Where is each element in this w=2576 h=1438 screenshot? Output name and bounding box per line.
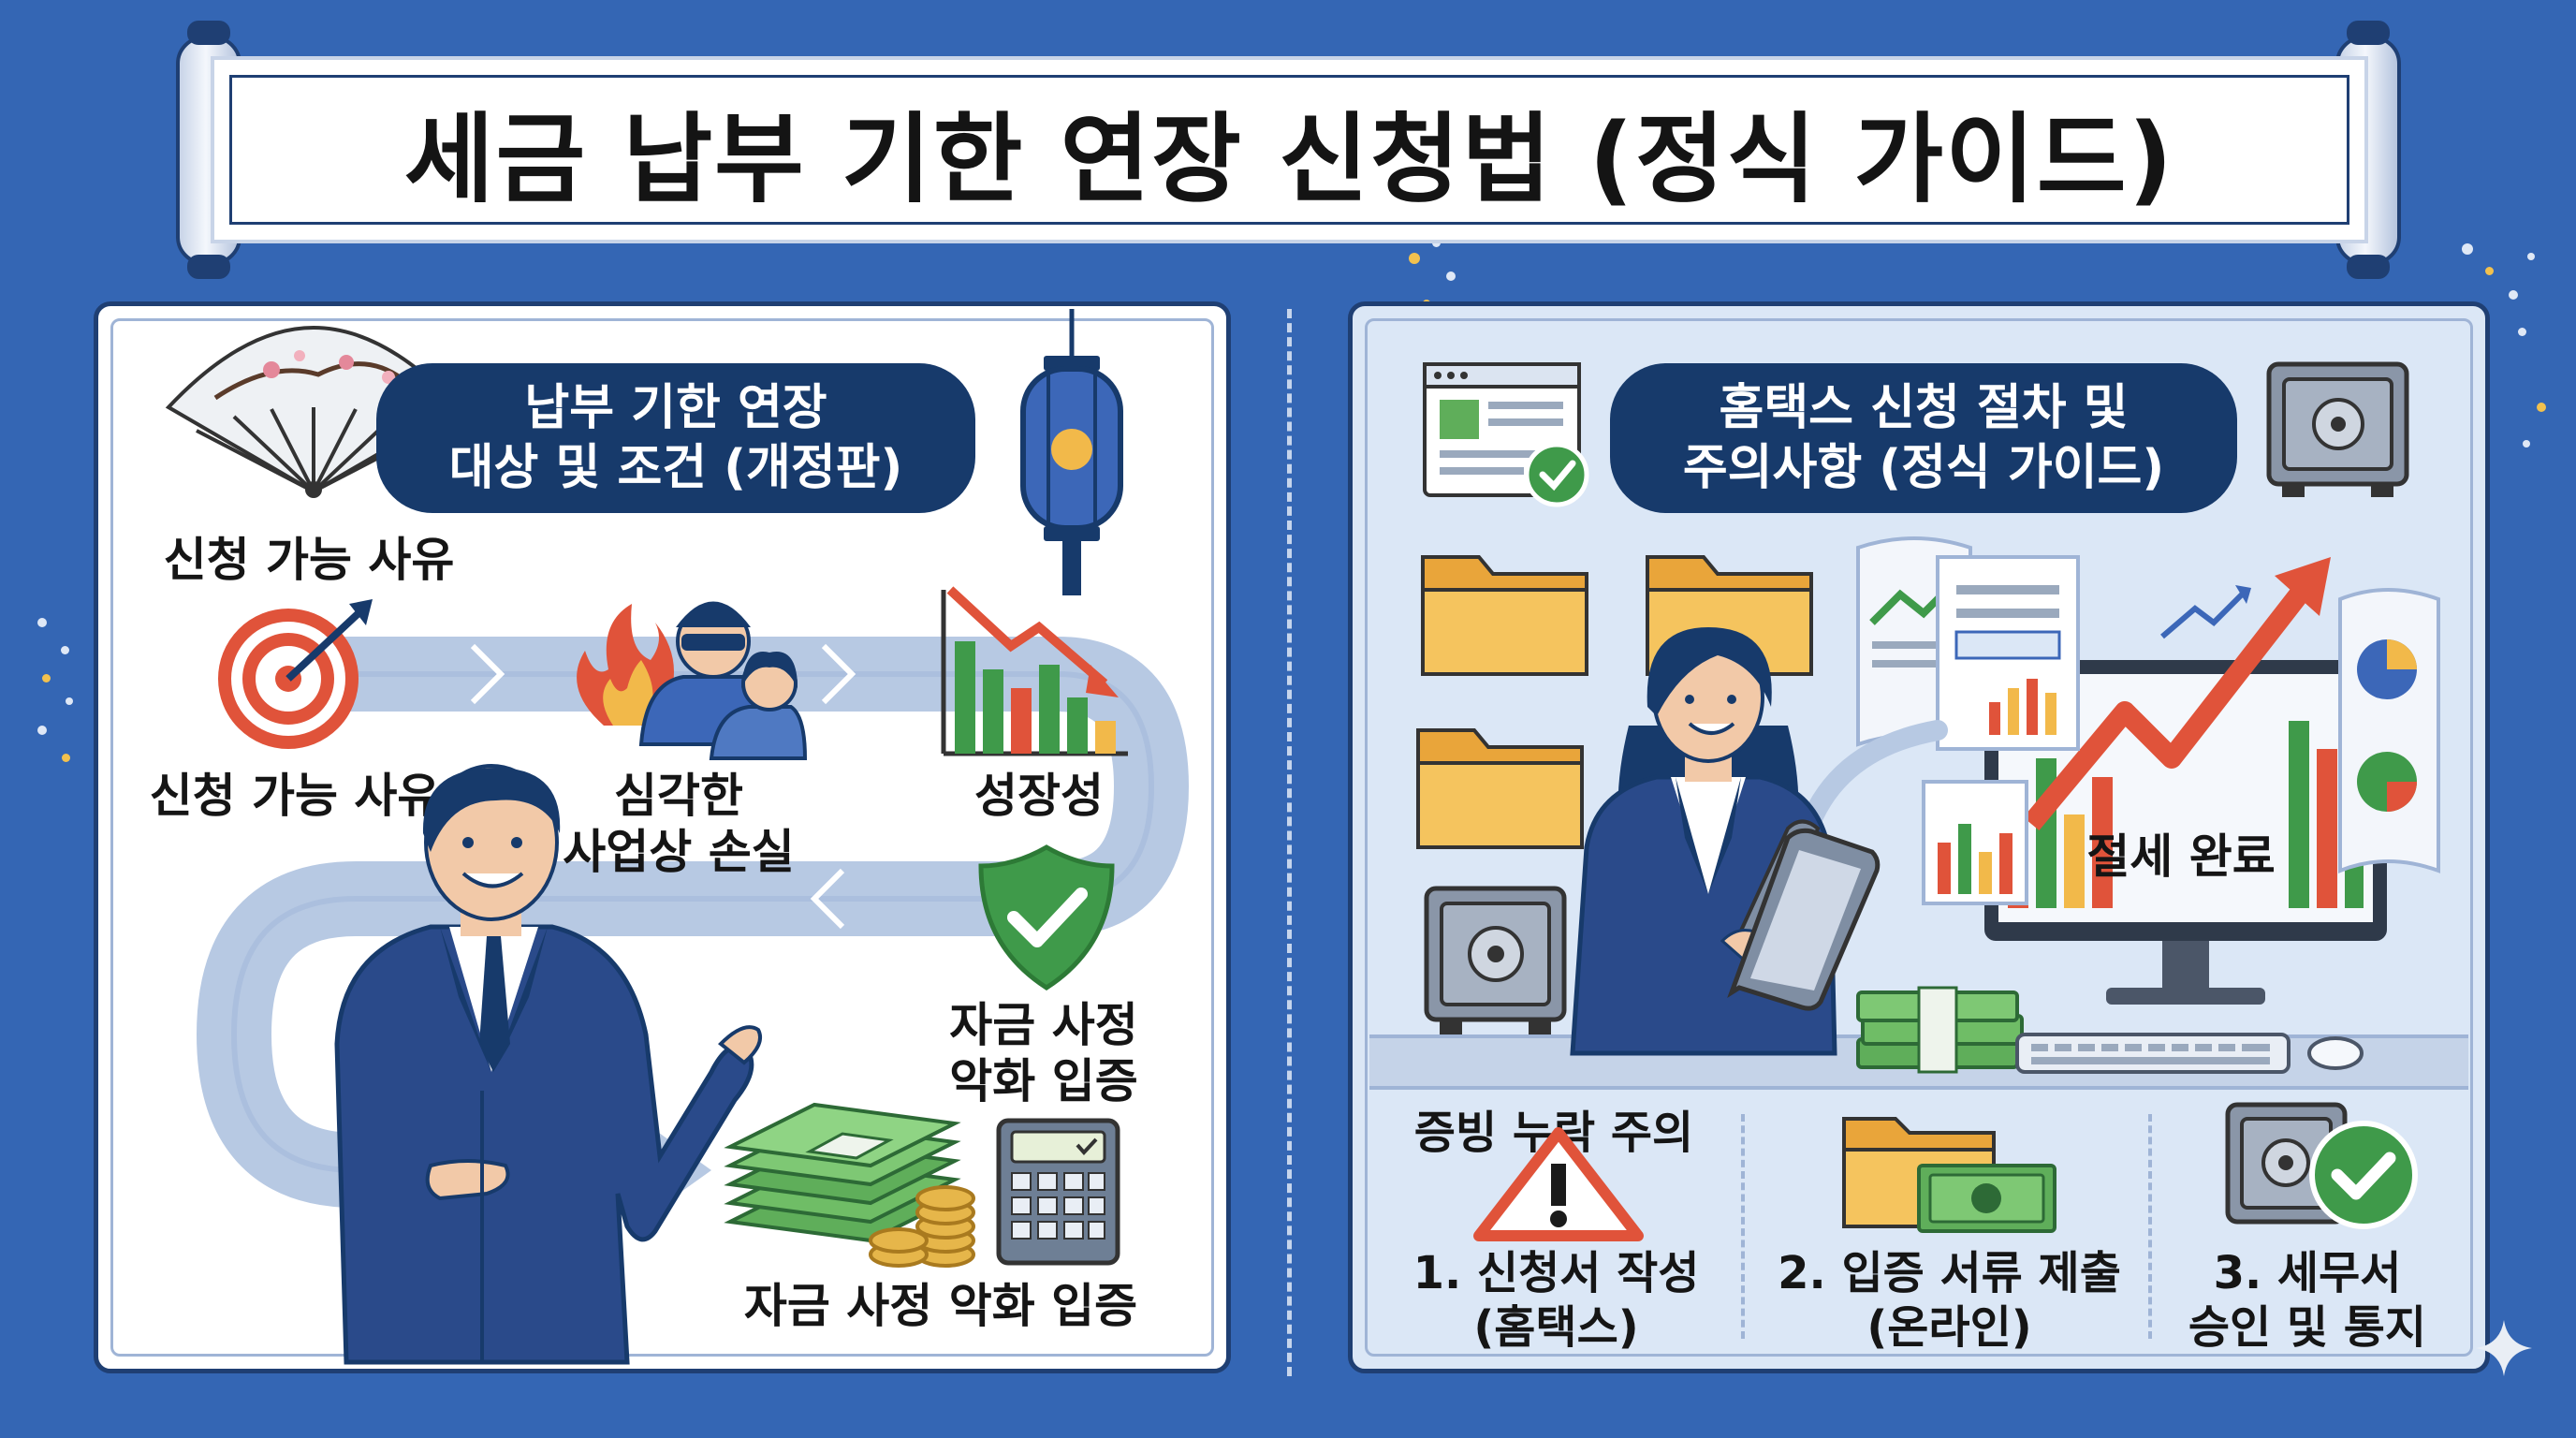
funds-label-line1: 자금 사정 [949,998,1138,1052]
bottom-section-divider [1369,1086,2468,1090]
money-label: 자금 사정 악화 입증 [743,1279,1138,1333]
step-divider [2148,1114,2152,1339]
tablet-icon [1727,828,1881,1011]
scroll-cap [187,255,230,279]
pie-chart-document-icon [2338,588,2440,873]
scroll-cap [2347,21,2390,45]
safe-approved-icon [2225,1102,2418,1229]
businessman-illustration [334,764,763,1365]
document-icon [1922,780,2028,905]
warning-icon [1473,1127,1644,1241]
right-heading-line2: 주의사항 (정식 가이드) [1682,440,2165,496]
funds-label-line2: 악화 입증 [949,1054,1138,1108]
target-label: 신청 가능 사유 [149,769,441,823]
loss-label-line1: 심각한 [614,769,743,823]
step-1-line2: (홈택스) [1473,1301,1639,1354]
rising-arrow-icon [2023,557,2331,831]
tax-saving-label: 절세 완료 [2086,829,2276,884]
shield-check-icon [978,844,1115,990]
calculator-icon [996,1118,1120,1266]
page-title: 세금 납부 기한 연장 신청법 (정식 가이드) [403,101,2175,216]
title-banner [211,56,2368,243]
folder-icon [1421,555,1588,676]
coins-icon [869,1185,975,1268]
loss-label-line2: 사업상 손실 [563,825,795,879]
browser-window-icon [1423,362,1589,507]
lantern-icon [1020,309,1123,595]
panel-divider [1287,309,1292,1376]
folder-cash-icon [1842,1117,2056,1233]
business-loss-icon [577,601,808,760]
step-3-line2: 승인 및 통지 [2188,1301,2427,1354]
left-heading-line1: 납부 기한 연장 [524,380,827,436]
keyboard-icon [2015,1033,2364,1074]
step-1-line1: 1. 신청서 작성 [1412,1247,1700,1299]
safe-icon [2266,361,2409,497]
reasons-title: 신청 가능 사유 [163,533,455,587]
growth-label: 성장성 [974,769,1104,823]
title-banner-frame [229,75,2349,225]
left-heading-pill: 납부 기한 연장 대상 및 조건 (개정판) [376,363,975,513]
right-heading-line1: 홈택스 신청 절차 및 [1719,380,2129,436]
left-heading-line2: 대상 및 조건 (개정판) [448,440,903,496]
target-icon [218,599,373,749]
right-panel-frame [1365,318,2473,1357]
folder-icon [1416,728,1584,849]
scroll-cap [2347,255,2390,279]
step-2-line1: 2. 입증 서류 제출 [1778,1247,2121,1299]
step-3-line1: 3. 세무서 [2213,1247,2402,1299]
left-panel-frame [110,318,1214,1357]
declining-chart-icon [941,586,1128,756]
safe-icon [1424,886,1567,1034]
sparkle-icon [2476,1320,2532,1376]
step-divider [1741,1114,1745,1339]
cash-stack-icon [1856,986,2024,1074]
right-heading-pill: 홈택스 신청 절차 및 주의사항 (정식 가이드) [1610,363,2237,513]
document-icon [1856,536,2080,751]
scroll-cap [187,21,230,45]
step-2-line2: (온라인) [1866,1301,2032,1354]
